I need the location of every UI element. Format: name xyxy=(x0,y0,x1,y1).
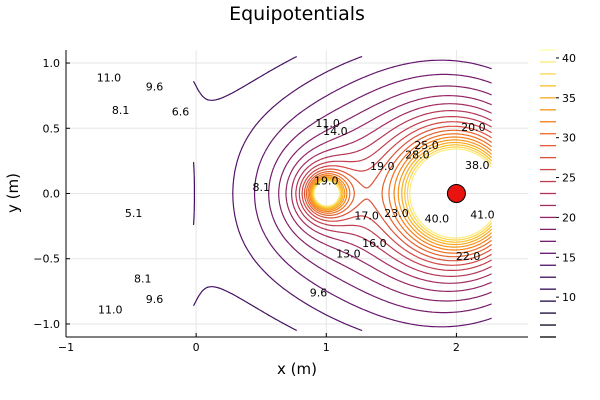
y-tick-label: 1.0 xyxy=(43,57,61,70)
contour-label: 25.0 xyxy=(414,139,439,152)
contour-line xyxy=(295,110,492,277)
contour-label: 40.0 xyxy=(425,212,450,225)
contour-label: 8.1 xyxy=(112,104,130,117)
contour-label: 28.0 xyxy=(405,148,430,161)
contour-label: 22.0 xyxy=(456,250,481,263)
contour-label: 19.0 xyxy=(314,174,339,187)
y-tick-label: −0.5 xyxy=(33,253,60,266)
contour-line xyxy=(285,95,492,292)
contour-line xyxy=(307,133,492,254)
x-axis-label: x (m) xyxy=(277,360,317,378)
grid xyxy=(65,50,528,338)
contour-line xyxy=(311,141,493,246)
colorbar-tick-label: 25 xyxy=(562,172,576,185)
contour-line xyxy=(312,146,493,241)
y-tick-label: −1.0 xyxy=(33,318,60,331)
contour-line xyxy=(253,59,492,328)
contour-line xyxy=(291,103,492,284)
contour-label: 20.0 xyxy=(461,121,486,134)
contour-label: 11.0 xyxy=(315,117,340,130)
axis-ticks: −1 0 1 2 −1.0 −0.5 0.0 0.5 1.0 xyxy=(33,57,460,354)
contour-label: 17.0 xyxy=(354,210,379,223)
contour-label: 9.6 xyxy=(310,287,328,300)
colorbar: 10 15 20 25 30 35 40 xyxy=(540,49,576,338)
contour-lines xyxy=(192,55,493,332)
x-tick-label: 0 xyxy=(193,341,200,354)
contour-label: 38.0 xyxy=(465,159,490,172)
colorbar-tick-label: 40 xyxy=(562,52,576,65)
chart-title: Equipotentials xyxy=(229,3,365,25)
contour-line xyxy=(278,85,492,302)
contour-line xyxy=(312,144,493,243)
colorbar-tick-label: 35 xyxy=(562,92,576,105)
contour-line xyxy=(298,116,492,271)
contour-label: 9.6 xyxy=(146,81,164,94)
contour-label: 8.1 xyxy=(252,181,270,194)
contour-line xyxy=(313,148,493,239)
contour-label: 11.0 xyxy=(97,71,122,84)
point-charge-marker xyxy=(446,184,466,203)
colorbar-tick-label: 10 xyxy=(562,291,576,304)
contour-label: 5.1 xyxy=(125,207,143,220)
contour-label: 41.0 xyxy=(470,208,495,221)
contour-line xyxy=(232,55,363,332)
contour-line xyxy=(305,129,492,258)
contour-label: 9.6 xyxy=(146,293,164,306)
contour-line xyxy=(310,139,492,248)
contour-label: 14.0 xyxy=(323,125,348,138)
contour-line xyxy=(192,56,298,331)
x-tick-label: 2 xyxy=(453,341,460,354)
charge-marker-group xyxy=(446,184,466,203)
contour-label: 19.0 xyxy=(370,160,395,173)
y-tick-label: 0.0 xyxy=(43,188,61,201)
contour-line xyxy=(308,136,492,251)
colorbar-tick-label: 30 xyxy=(562,132,576,145)
contour-line xyxy=(268,73,492,314)
y-axis-label: y (m) xyxy=(4,173,22,213)
contour-label: 8.1 xyxy=(134,272,152,285)
colorbar-tick-label: 15 xyxy=(562,251,576,264)
contour-label: 16.0 xyxy=(362,237,387,250)
contour-label: 11.0 xyxy=(98,304,123,317)
contour-label: 23.0 xyxy=(384,207,409,220)
y-tick-label: 0.5 xyxy=(43,122,61,135)
contour-line xyxy=(303,125,492,262)
contour-line xyxy=(301,121,492,266)
contour-label: 6.6 xyxy=(172,105,190,118)
x-tick-label: −1 xyxy=(58,341,74,354)
colorbar-tick-label: 20 xyxy=(562,211,576,224)
x-tick-label: 1 xyxy=(323,341,330,354)
contour-label: 13.0 xyxy=(336,248,361,261)
